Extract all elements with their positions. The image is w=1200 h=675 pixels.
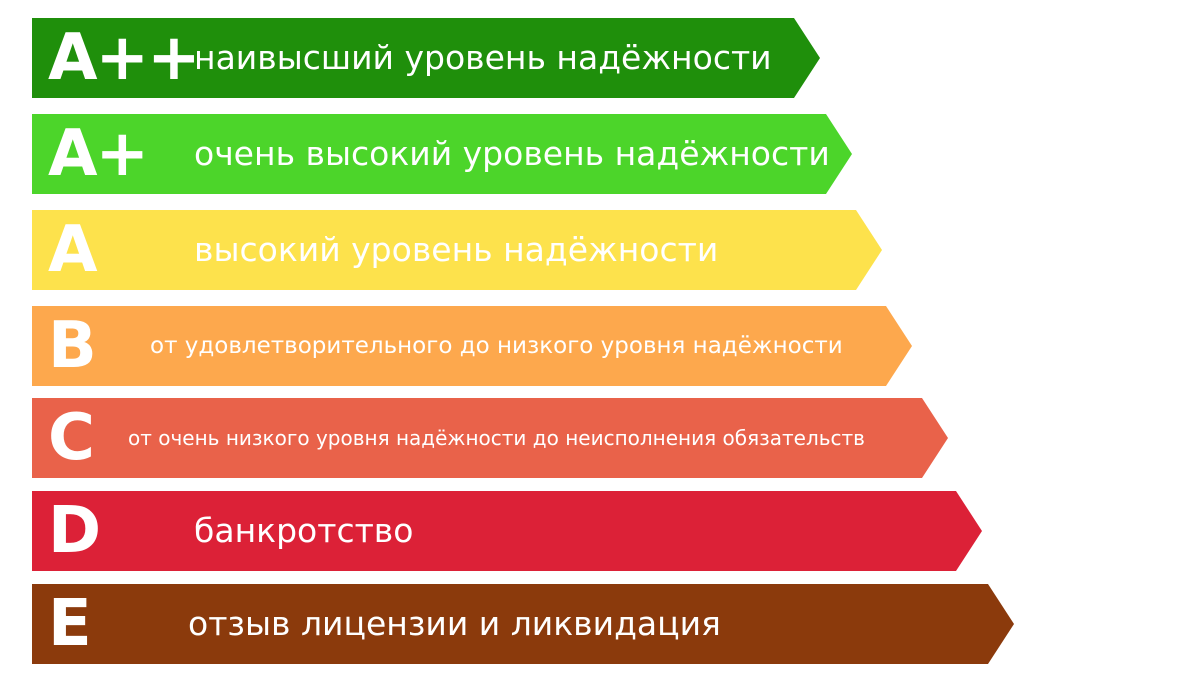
grade-label: A+: [48, 117, 148, 191]
grade-label: A++: [48, 21, 199, 95]
rating-bar-c: C от очень низкого уровня надёжности до …: [32, 398, 948, 478]
rating-bar-a-plus-plus: A++ наивысший уровень надёжности: [32, 18, 820, 98]
rating-bar-a-plus: A+ очень высокий уровень надёжности: [32, 114, 852, 194]
grade-label: E: [48, 587, 90, 661]
grade-description: от удовлетворительного до низкого уровня…: [150, 333, 843, 359]
rating-bar-b: B от удовлетворительного до низкого уров…: [32, 306, 912, 386]
grade-label: D: [48, 494, 100, 568]
grade-label: B: [48, 309, 95, 383]
grade-description: высокий уровень надёжности: [194, 230, 719, 269]
rating-bar-d: D банкротство: [32, 491, 982, 571]
grade-description: очень высокий уровень надёжности: [194, 134, 830, 173]
grade-description: от очень низкого уровня надёжности до не…: [128, 426, 865, 450]
grade-label: A: [48, 213, 96, 287]
grade-description: отзыв лицензии и ликвидация: [188, 604, 721, 643]
rating-bar-a: A высокий уровень надёжности: [32, 210, 882, 290]
grade-description: наивысший уровень надёжности: [194, 38, 772, 77]
grade-description: банкротство: [194, 511, 414, 550]
grade-label: C: [48, 401, 93, 475]
rating-bar-e: E отзыв лицензии и ликвидация: [32, 584, 1014, 664]
